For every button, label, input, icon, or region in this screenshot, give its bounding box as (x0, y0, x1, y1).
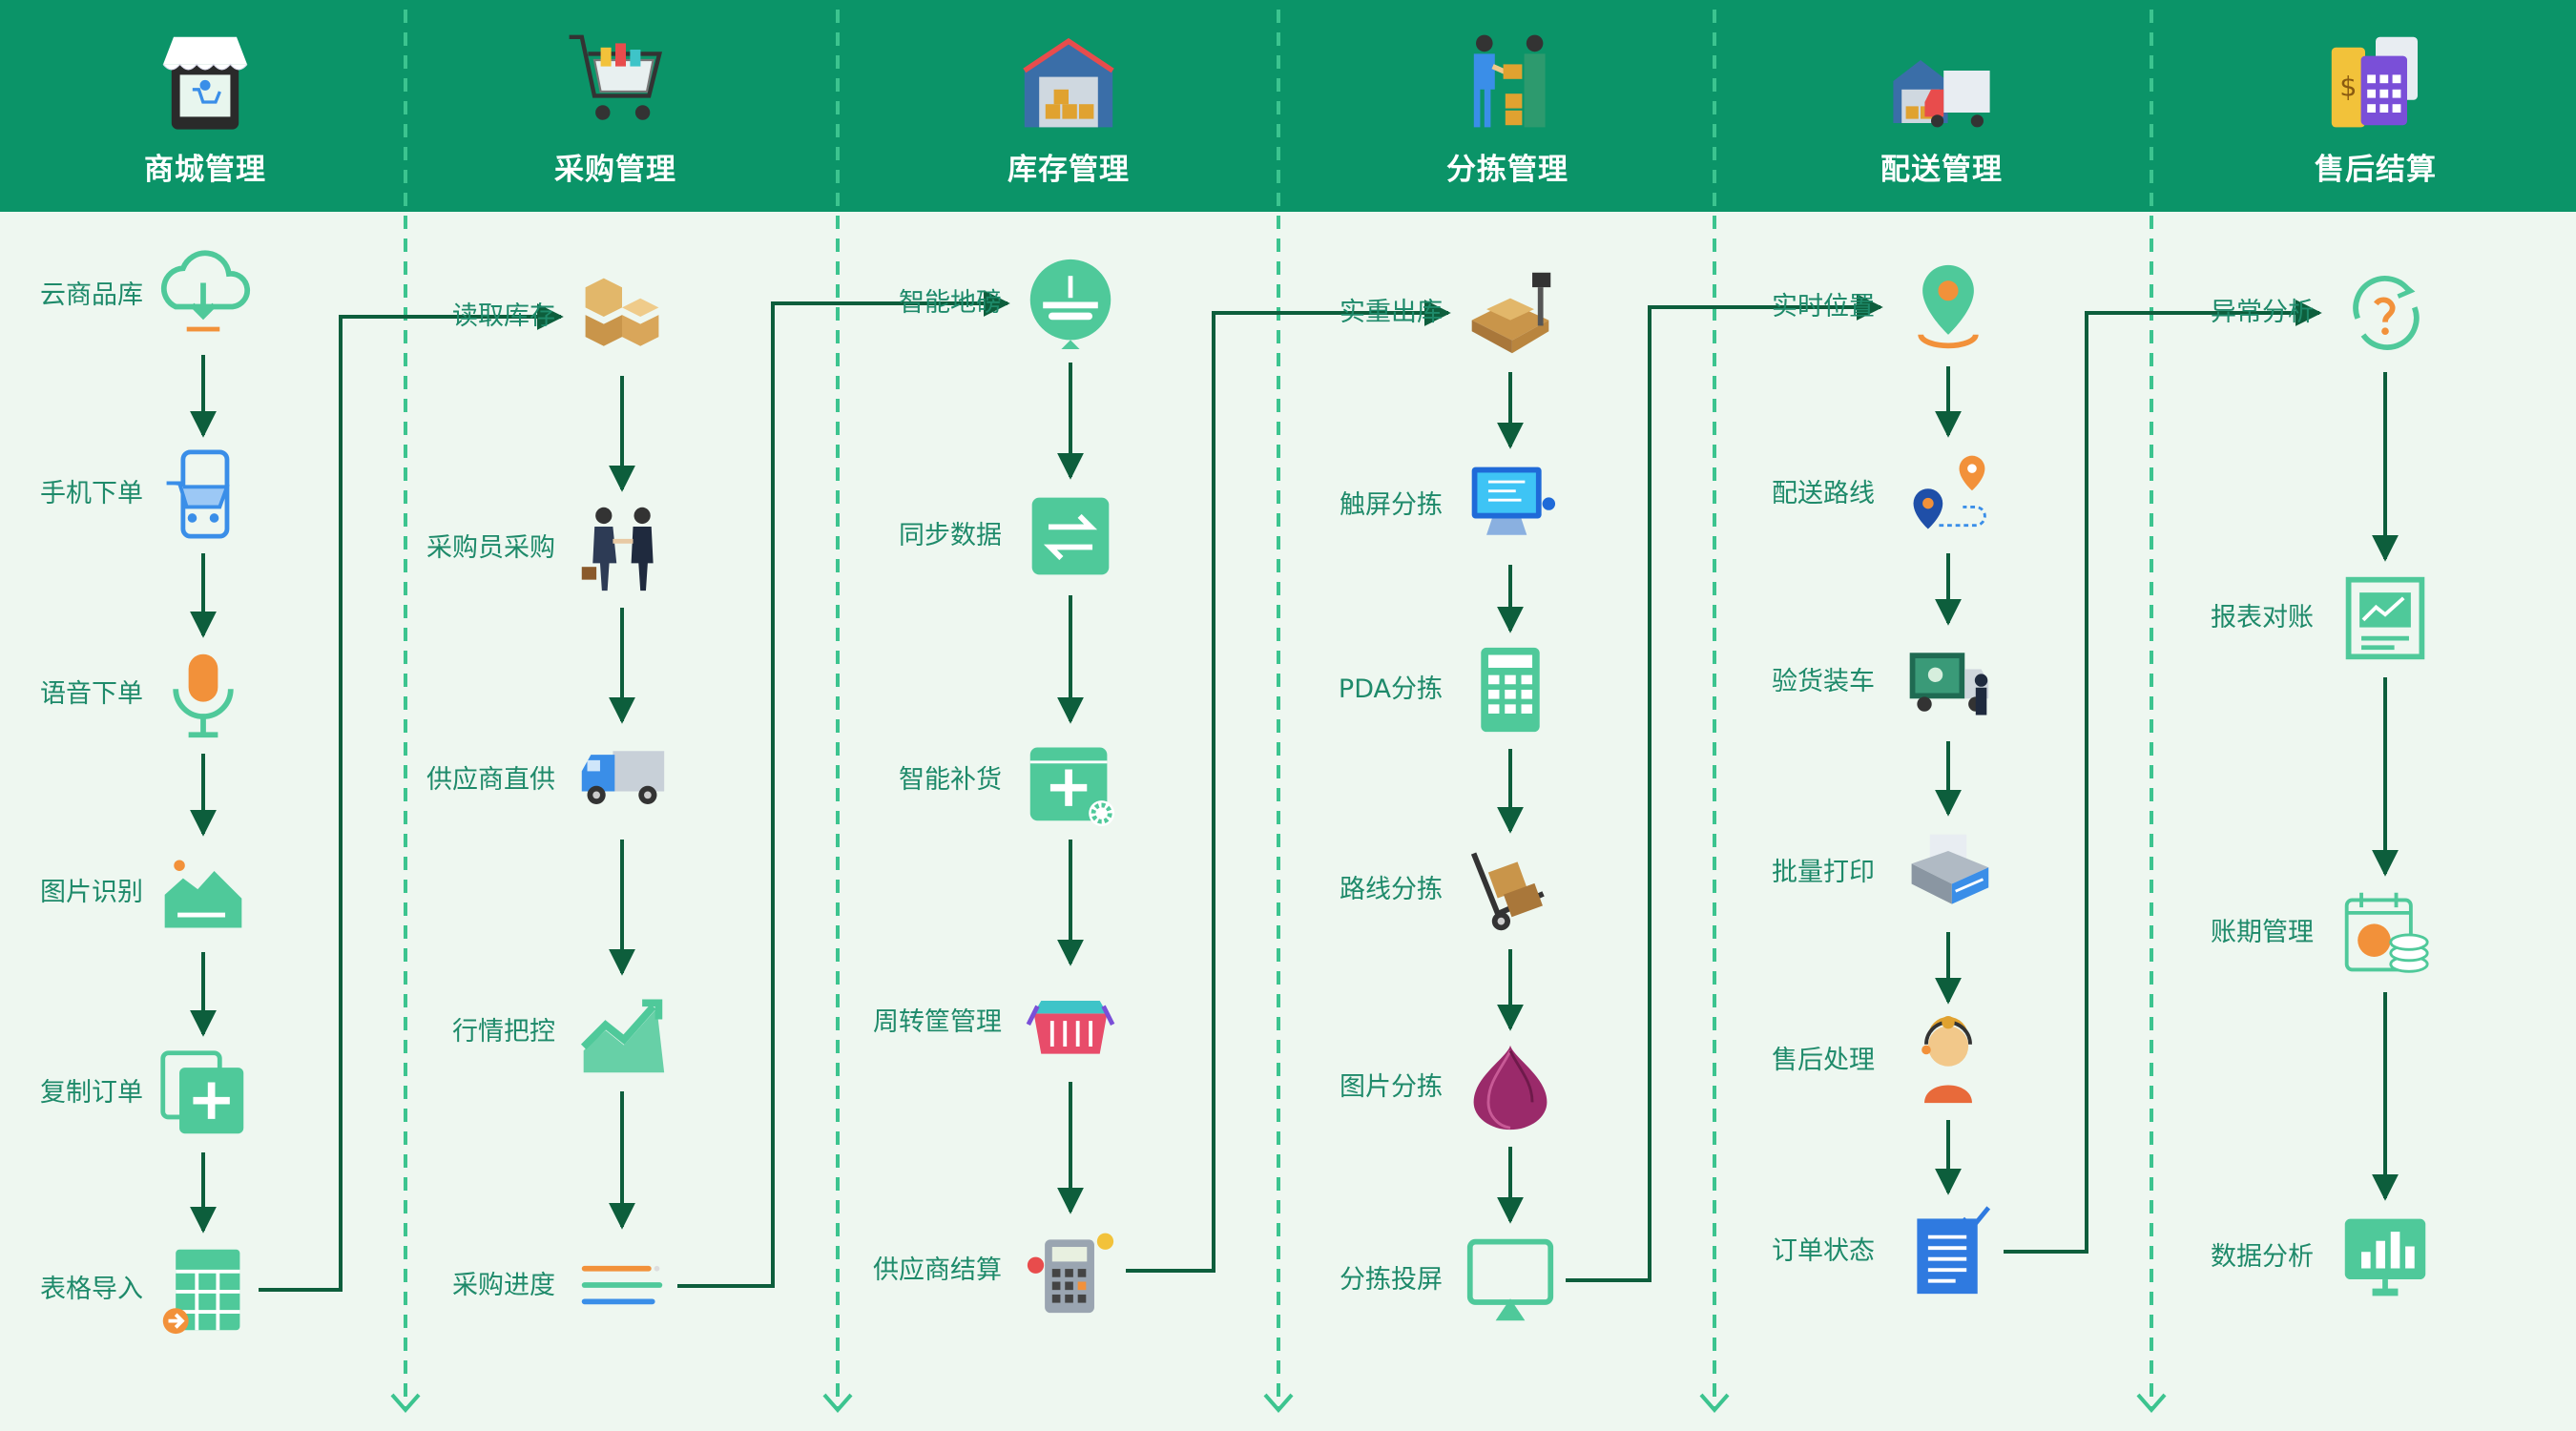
checklist-icon (1896, 1199, 2001, 1304)
pda-keypad-icon (1458, 637, 1563, 742)
step-label: 路线分拣 (1340, 875, 1443, 904)
delivery-truck-icon (570, 728, 675, 833)
printer-icon (1896, 820, 2001, 925)
step-label: 售后处理 (1772, 1046, 1875, 1075)
hand-truck-icon (1458, 838, 1563, 943)
column-header: 配送管理 (1770, 29, 2113, 200)
step-label: 表格导入 (40, 1275, 143, 1304)
spreadsheet-import-icon (151, 1237, 256, 1342)
step-label: 采购员采购 (426, 533, 555, 563)
divider-arrow-head (822, 1393, 853, 1414)
step-label: 手机下单 (40, 479, 143, 508)
column-title: 分拣管理 (1446, 153, 1568, 187)
copy-plus-icon (151, 1041, 256, 1146)
step-label: 异常分析 (2211, 298, 2314, 327)
column-header: 采购管理 (444, 29, 787, 200)
question-cycle-icon (2333, 260, 2438, 365)
divider-arrow-head (390, 1393, 421, 1414)
scale-icon (1458, 260, 1563, 365)
step-label: 智能补货 (899, 765, 1002, 795)
column-header: 分拣管理 (1336, 29, 1679, 200)
step-label: 云商品库 (40, 280, 143, 310)
column-header: 商城管理 (33, 29, 377, 200)
weighbridge-icon (1018, 251, 1123, 356)
step-label: 图片识别 (40, 878, 143, 907)
step-label: 复制订单 (40, 1078, 143, 1108)
step-label: 账期管理 (2211, 918, 2314, 947)
divider-arrow-head (2136, 1393, 2167, 1414)
shopping-cart-icon (558, 29, 673, 134)
step-label: 实时位置 (1772, 292, 1875, 321)
step-label: 图片分拣 (1340, 1072, 1443, 1102)
warehouse-icon (1011, 29, 1126, 134)
cloud-download-icon (151, 243, 256, 348)
cross-column-connector (1566, 294, 1883, 1282)
cross-column-connector (2004, 300, 2322, 1254)
step-label: 周转筐管理 (873, 1007, 1002, 1037)
calendar-coins-icon (2333, 881, 2438, 985)
column-header: $ 售后结算 (2204, 29, 2547, 200)
screen-cast-icon (1458, 1228, 1563, 1333)
column-title: 售后结算 (2315, 153, 2437, 187)
step-label: 数据分析 (2211, 1242, 2314, 1272)
column-title: 商城管理 (144, 153, 266, 187)
step-label: 供应商结算 (873, 1255, 1002, 1285)
header-bar (0, 0, 2576, 212)
step-label: 读取库存 (452, 301, 555, 331)
divider-arrow-head (1699, 1393, 1730, 1414)
step-label: 报表对账 (2211, 603, 2314, 633)
sync-arrows-icon (1018, 484, 1123, 589)
mobile-cart-icon (151, 442, 256, 547)
step-label: 供应商直供 (426, 765, 555, 795)
column-header: 库存管理 (897, 29, 1240, 200)
step-label: 智能地磅 (899, 288, 1002, 318)
cross-column-connector (1126, 300, 1451, 1273)
svg-text:$: $ (2339, 70, 2357, 102)
boxes-icon (570, 264, 675, 369)
step-label: 订单状态 (1772, 1236, 1875, 1266)
workers-sorting-icon (1450, 29, 1565, 134)
microphone-icon (151, 642, 256, 747)
storefront-icon (148, 29, 262, 134)
column-title: 配送管理 (1880, 153, 2003, 187)
calculator-icon (1018, 1218, 1123, 1323)
progress-bars-icon (570, 1234, 675, 1338)
step-label: 触屏分拣 (1340, 490, 1443, 520)
step-label: PDA分拣 (1338, 674, 1443, 704)
touchscreen-icon (1458, 453, 1563, 558)
restock-gear-icon (1018, 728, 1123, 833)
report-chart-icon (2333, 566, 2438, 671)
cross-column-connector (259, 303, 564, 1292)
route-pins-icon (1896, 442, 2001, 547)
divider-arrow-head (1263, 1393, 1294, 1414)
step-label: 实重出库 (1340, 298, 1443, 327)
step-label: 行情把控 (452, 1017, 555, 1047)
column-title: 采购管理 (554, 153, 676, 187)
cross-column-connector (677, 290, 1010, 1288)
step-label: 批量打印 (1772, 858, 1875, 887)
column-title: 库存管理 (1008, 153, 1130, 187)
step-label: 同步数据 (899, 521, 1002, 550)
settlement-calculator-icon: $ (2318, 29, 2433, 134)
step-label: 配送路线 (1772, 479, 1875, 508)
trend-chart-icon (570, 980, 675, 1085)
image-icon (151, 840, 256, 945)
basket-icon (1018, 970, 1123, 1075)
loading-truck-icon (1896, 630, 2001, 735)
step-label: 语音下单 (40, 679, 143, 709)
location-pin-icon (1896, 255, 2001, 360)
analytics-monitor-icon (2333, 1205, 2438, 1310)
buyers-handshake-icon (570, 496, 675, 601)
step-label: 采购进度 (452, 1271, 555, 1300)
step-label: 分拣投屏 (1340, 1265, 1443, 1295)
step-label: 验货装车 (1772, 667, 1875, 696)
onion-icon (1458, 1035, 1563, 1140)
delivery-warehouse-truck-icon (1884, 29, 1999, 134)
support-agent-icon (1896, 1008, 2001, 1113)
